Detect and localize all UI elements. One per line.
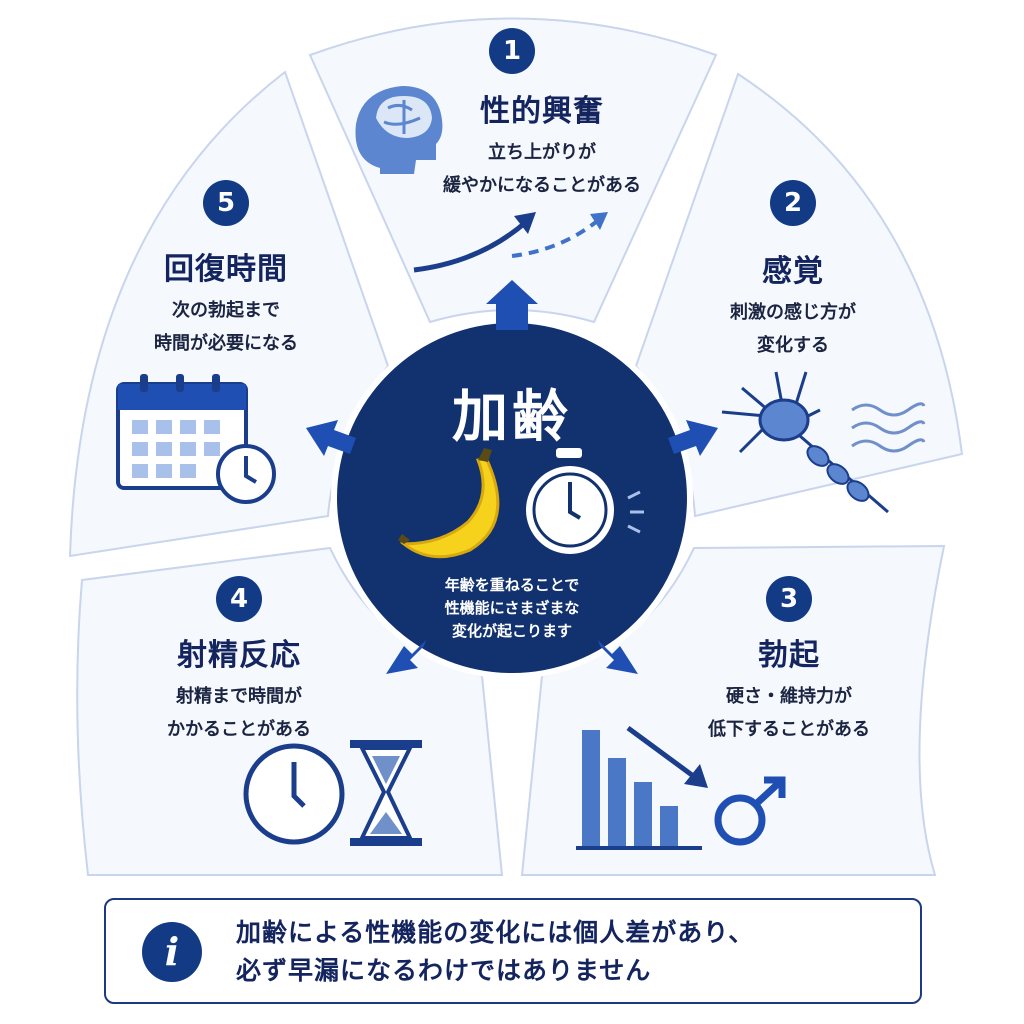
segment-1-content: 性的興奮 立ち上がりが 緩やかになることがある [422,86,662,202]
info-note-line-1: 加齢による性機能の変化には個人差があり、 [236,918,755,947]
banana-icon [398,448,500,559]
segment-2-desc: 刺激の感じ方が 変化する [693,296,893,362]
segment-4-content: 射精反応 射精まで時間が かかることがある [139,630,339,746]
down-arrow-icon [626,725,698,781]
segment-5-title: 回復時間 [164,252,288,287]
segment-2-content: 感覚 刺激の感じ方が 変化する [693,246,893,362]
segment-2-number-badge: 2 [770,180,816,226]
brain-head-icon [355,86,443,174]
dashed-arrow-icon [511,220,598,258]
info-note-box: i 加齢による性機能の変化には個人差があり、 必ず早漏になるわけではありません [104,898,922,1004]
arrow-right-icon [668,420,718,456]
segment-2-line-1: 刺激の感じ方が [730,302,856,323]
arrow-down-right-icon [598,640,638,674]
arrow-up-icon [486,280,538,330]
segment-3-desc: 硬さ・維持力が 低下することがある [689,680,889,746]
segment-4-number-badge: 4 [216,576,262,622]
segment-2-line-2: 変化する [757,335,829,356]
down-arrow-head [684,764,708,788]
center-desc-line-1: 年齢を重ねることで [444,576,580,594]
segment-4-title: 射精反応 [177,638,301,673]
segment-3-title: 勃起 [758,638,820,673]
rising-arrow-icon [413,220,528,273]
arrow-left-icon [306,420,356,456]
declining-bars-icon [576,730,702,850]
segment-4-line-2: かかることがある [167,719,311,740]
calendar-clock-icon [216,444,276,504]
segment-5-content: 回復時間 次の勃起まで 時間が必要になる [126,244,326,360]
center-description: 年齢を重ねることで 性機能にさまざまな 変化が起こります [402,574,622,643]
segment-5-number-badge: 5 [203,180,249,226]
info-icon: i [142,922,202,982]
stopwatch-icon [526,448,644,554]
wave-lines-icon [851,402,926,453]
center-title: 加齢 [452,385,572,450]
segment-2-title: 感覚 [762,254,824,289]
segment-3-line-1: 硬さ・維持力が [726,686,852,707]
rising-arrow-head [514,212,536,234]
segment-5-line-2: 時間が必要になる [154,333,298,354]
segment-4-desc: 射精まで時間が かかることがある [139,680,339,746]
segment-3-line-2: 低下することがある [708,719,870,740]
center-desc-line-3: 変化が起こります [451,622,572,640]
neuron-icon [721,371,889,514]
calendar-icon [116,374,248,490]
info-note-line-2: 必ず早漏になるわけではありません [236,956,652,985]
segment-1-number-badge: 1 [489,28,535,74]
arrow-down-left-icon [386,640,426,674]
segment-1-line-2: 緩やかになることがある [443,175,641,196]
segment-1-title: 性的興奮 [480,94,604,129]
segment-3-number-badge: 3 [766,576,812,622]
segment-5-line-1: 次の勃起まで [172,300,280,321]
dashed-arrow-head [590,212,608,230]
segment-4-line-1: 射精まで時間が [176,686,302,707]
segment-3-content: 勃起 硬さ・維持力が 低下することがある [689,630,889,746]
male-symbol-icon [714,776,786,846]
hourglass-icon [350,740,422,846]
clock-icon [243,743,345,845]
center-desc-line-2: 性機能にさまざまな [444,599,580,617]
segment-1-desc: 立ち上がりが 緩やかになることがある [422,136,662,202]
info-note-text: 加齢による性機能の変化には個人差があり、 必ず早漏になるわけではありません [236,914,754,990]
segment-5-desc: 次の勃起まで 時間が必要になる [126,294,326,360]
segment-1-line-1: 立ち上がりが [488,142,596,163]
